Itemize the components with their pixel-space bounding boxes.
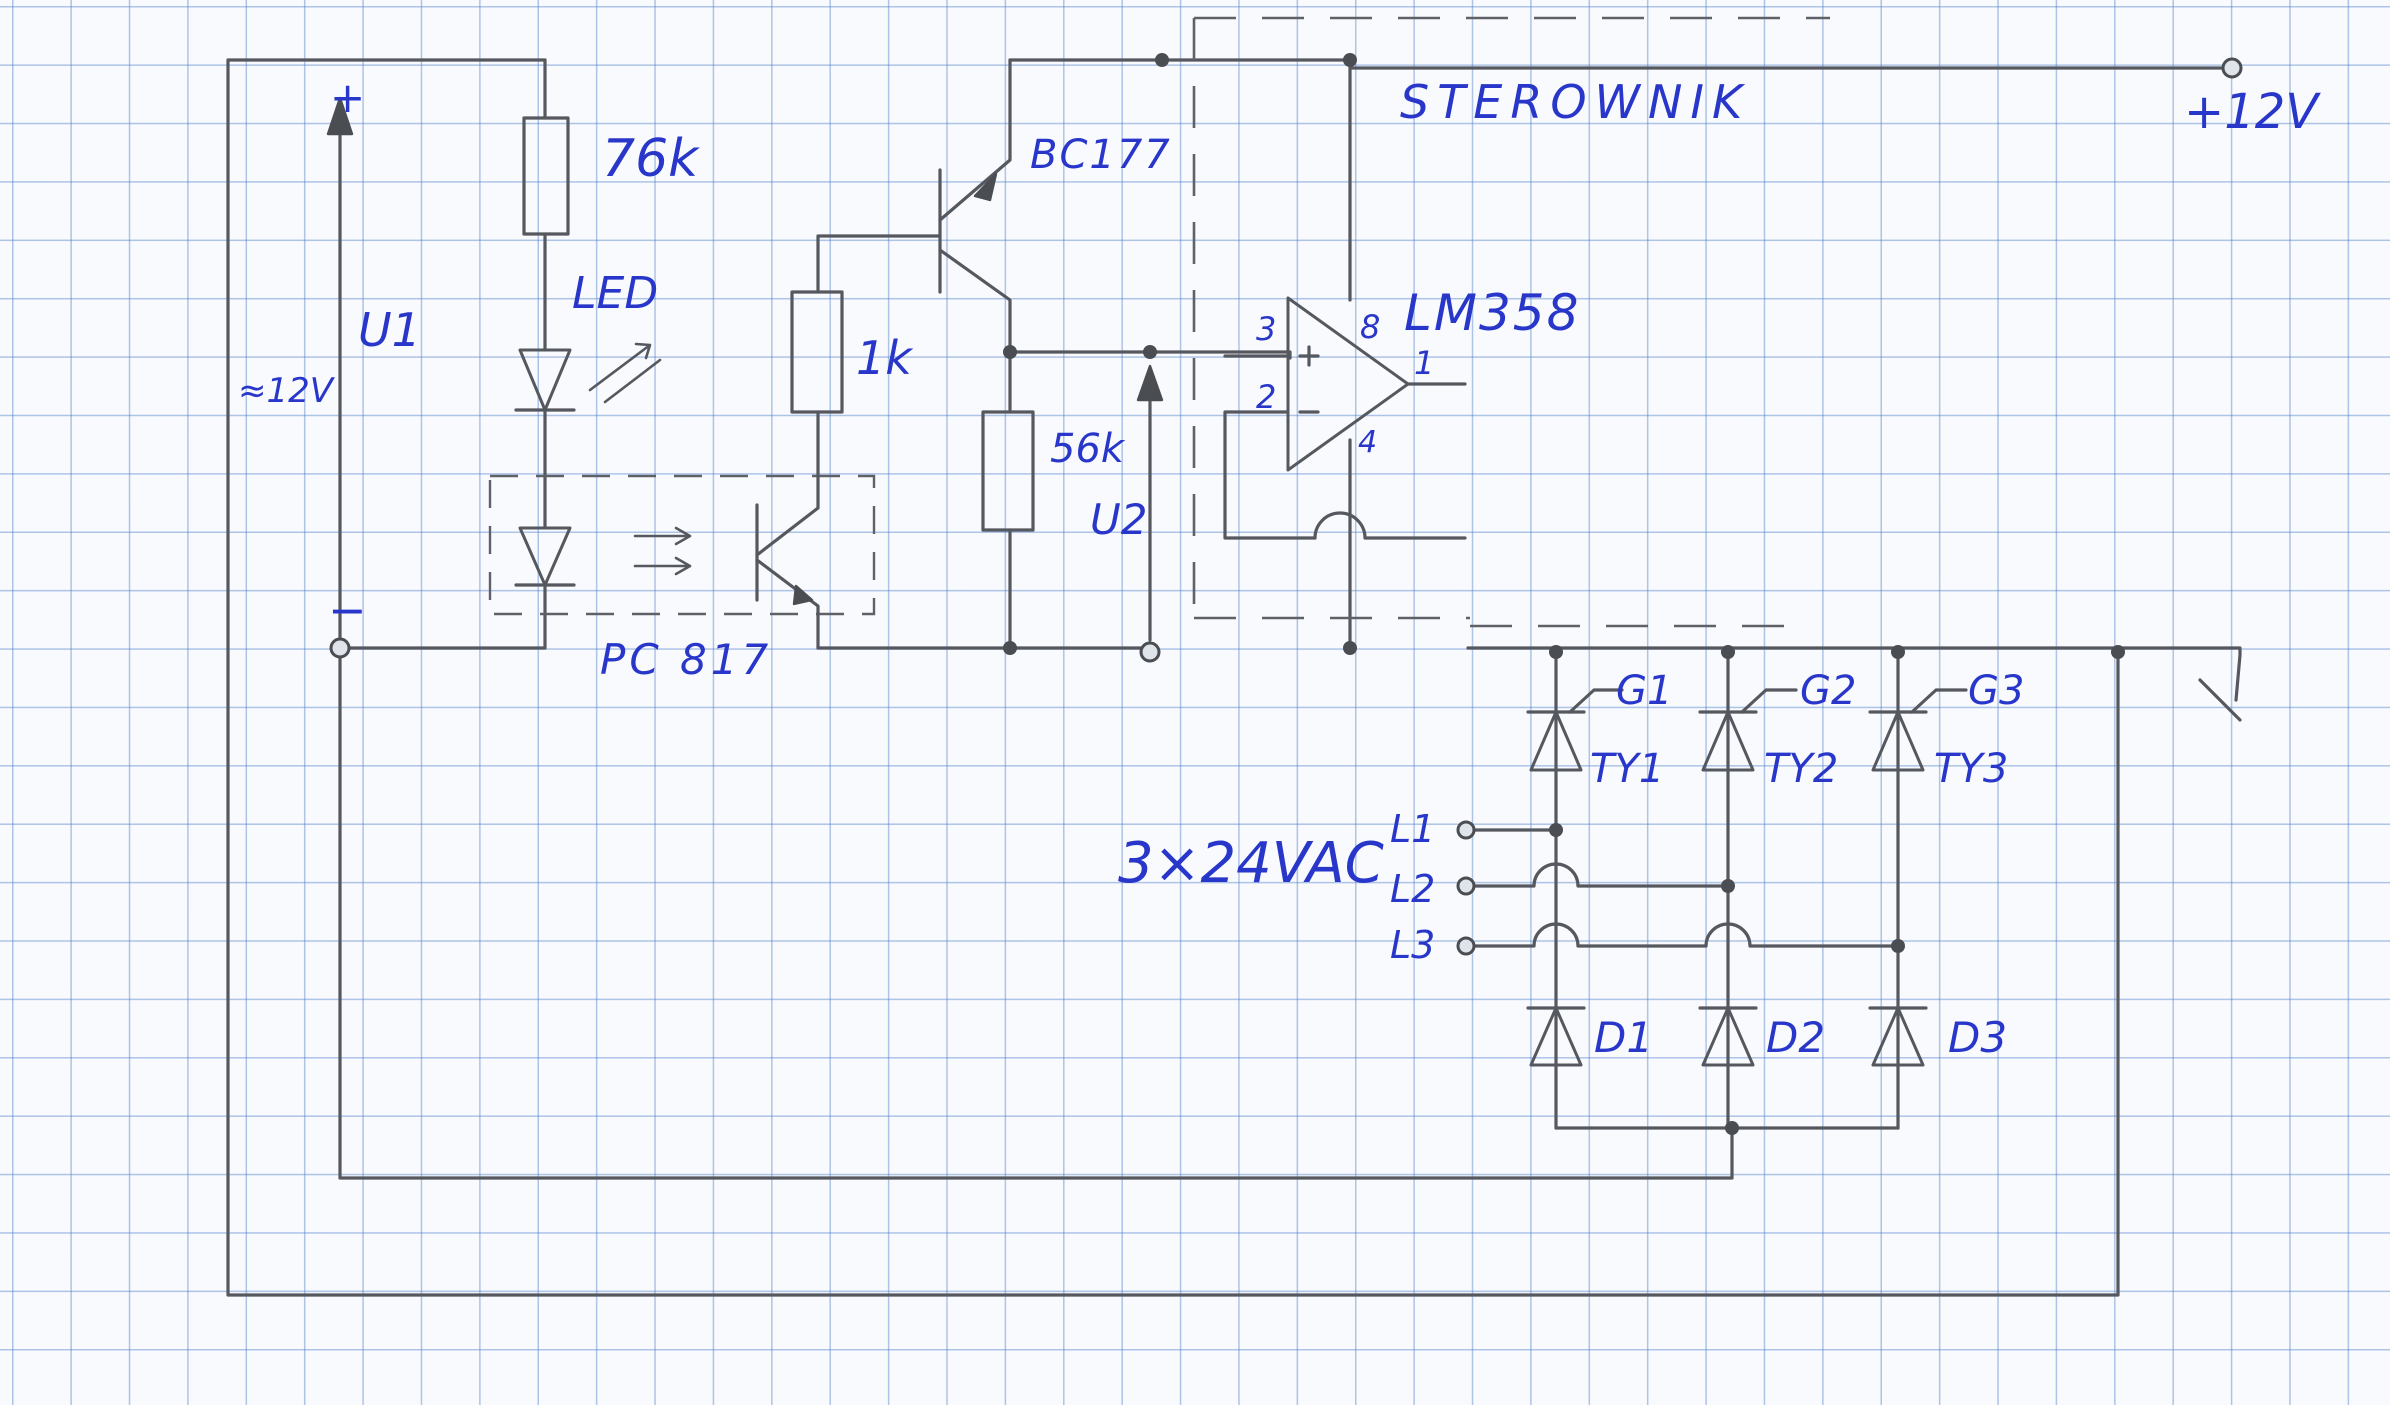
voltage-u1-arrow — [326, 96, 354, 642]
l2-label: L2 — [1390, 867, 1435, 911]
opto-led-symbol — [514, 526, 576, 587]
ground-rail — [816, 646, 2242, 722]
junctions — [1003, 53, 2125, 1135]
optocoupler-label: PC 817 — [600, 635, 772, 684]
resistor-1k-label: 1k — [856, 331, 914, 385]
ty2-label: TY2 — [1764, 746, 1838, 792]
diode-d3 — [1868, 1006, 1928, 1067]
resistor-56k — [981, 410, 1035, 532]
diode-d1 — [1526, 1006, 1586, 1067]
d3-label: D3 — [1948, 1013, 2007, 1062]
d1-label: D1 — [1594, 1013, 1653, 1062]
terminals — [329, 57, 2243, 956]
labels: STEROWNIK +12V 76k LED U1 ≈12V + − PC 81… — [238, 73, 2321, 1062]
ty1-label: TY1 — [1590, 746, 1664, 792]
resistor-1k-branch — [790, 234, 942, 458]
thyristor-ty3 — [1868, 688, 1968, 772]
resistor-76k — [522, 116, 570, 236]
resistor-56k-branch — [981, 350, 1292, 650]
optocoupler-pc817 — [488, 454, 876, 650]
resistor-56k-label: 56k — [1050, 426, 1126, 472]
l1-label: L1 — [1390, 807, 1435, 851]
controller-label: STEROWNIK — [1400, 75, 1750, 129]
u1-label: U1 — [358, 303, 421, 357]
ac-input-label: 3×24VAC — [1118, 831, 1384, 896]
controller-boundary — [1192, 16, 1830, 628]
g2-label: G2 — [1800, 668, 1856, 714]
opamp-pin8-label: 8 — [1360, 308, 1380, 346]
opamp-pin4-label: 4 — [1358, 425, 1377, 460]
terminal-l1 — [1456, 820, 1476, 840]
opamp-pin2-label: 2 — [1256, 378, 1276, 416]
led-symbol — [514, 342, 662, 412]
resistor-1k — [790, 290, 844, 414]
l3-label: L3 — [1390, 923, 1435, 967]
u1-plus-label: + — [330, 73, 365, 122]
thyristor-ty2 — [1698, 688, 1798, 772]
u1-minus-label: − — [328, 583, 367, 637]
terminal-u1-minus — [329, 637, 351, 659]
supply-label: +12V — [2184, 84, 2321, 140]
terminal-l3 — [1456, 936, 1476, 956]
led-label: LED — [572, 268, 658, 319]
terminal-u2-minus — [1139, 641, 1161, 663]
u1-value-label: ≈12V — [238, 371, 336, 411]
thyristor-ty1 — [1526, 688, 1624, 772]
u2-label: U2 — [1090, 495, 1147, 544]
left-branch — [338, 58, 662, 650]
resistor-76k-label: 76k — [602, 129, 700, 189]
outer-wires — [226, 58, 2120, 1297]
transistor-bc177 — [938, 58, 1012, 354]
opamp-pin3-label: 3 — [1256, 310, 1276, 348]
ty3-label: TY3 — [1934, 746, 2008, 792]
terminal-l2 — [1456, 876, 1476, 896]
d2-label: D2 — [1766, 1013, 1825, 1062]
g3-label: G3 — [1968, 668, 2024, 714]
opamp-lm358 — [1223, 296, 1467, 650]
transistor-label: BC177 — [1030, 132, 1172, 178]
rectifier-bridge — [1464, 646, 1968, 1130]
terminal-supply — [2221, 57, 2243, 79]
g1-label: G1 — [1616, 668, 1672, 714]
diode-d2 — [1698, 1006, 1758, 1067]
opamp-pin1-label: 1 — [1414, 344, 1434, 382]
opamp-label: LM358 — [1404, 284, 1580, 342]
